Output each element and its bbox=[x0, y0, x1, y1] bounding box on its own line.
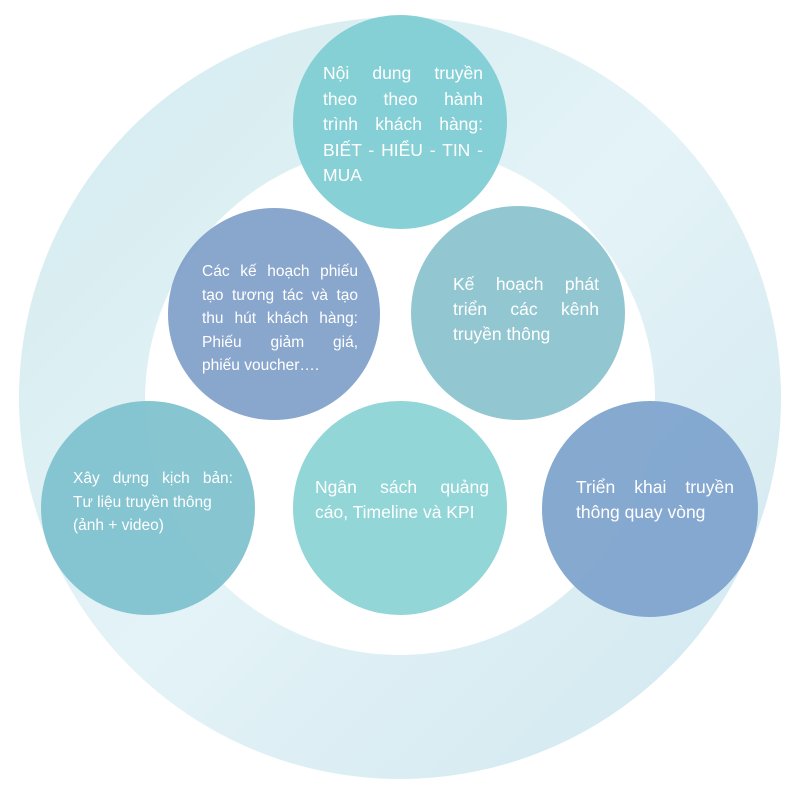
node-line: triển các kênh bbox=[453, 299, 599, 319]
node-line: Ngân sách quảng bbox=[315, 477, 489, 497]
node-line: thông quay vòng bbox=[576, 502, 706, 522]
node-text: Xây dựng kịch bản: Tư liệu truyền thông … bbox=[41, 401, 255, 538]
node-text: Các kế hoạch phiếu tạo tương tác và tạo … bbox=[168, 208, 380, 378]
node-line: phiếu voucher…. bbox=[202, 357, 320, 374]
node-script-media-assets: Xây dựng kịch bản: Tư liệu truyền thông … bbox=[41, 401, 255, 615]
node-line: thu hút khách hàng: bbox=[202, 310, 358, 327]
node-line: tạo tương tác và tạo bbox=[202, 286, 358, 304]
node-engagement-coupon-plans: Các kế hoạch phiếu tạo tương tác và tạo … bbox=[168, 208, 380, 420]
node-line: (ảnh + video) bbox=[73, 517, 164, 534]
node-text: Nội dung truyền theo theo hành trình khá… bbox=[293, 15, 507, 189]
node-line: Nội dung truyền bbox=[323, 63, 483, 83]
node-line: cáo, Timeline và KPI bbox=[315, 502, 475, 522]
node-line: Tư liệu truyền thông bbox=[73, 493, 212, 511]
node-text: Ngân sách quảng cáo, Timeline và KPI bbox=[293, 401, 507, 525]
node-line: trình khách hàng: bbox=[323, 114, 483, 134]
node-line: truyền thông bbox=[453, 324, 551, 344]
node-line: theo theo hành bbox=[323, 88, 483, 109]
node-text: Triển khai truyền thông quay vòng bbox=[542, 401, 758, 525]
node-text: Kế hoạch phát triển các kênh truyền thôn… bbox=[411, 206, 625, 347]
node-channel-development-plan: Kế hoạch phát triển các kênh truyền thôn… bbox=[411, 206, 625, 420]
node-line: Kế hoạch phát bbox=[453, 274, 599, 294]
node-line: Triển khai truyền bbox=[576, 477, 734, 497]
node-customer-journey-content: Nội dung truyền theo theo hành trình khá… bbox=[293, 15, 507, 229]
node-budget-timeline-kpi: Ngân sách quảng cáo, Timeline và KPI bbox=[293, 401, 507, 615]
node-rotating-communication-rollout: Triển khai truyền thông quay vòng bbox=[542, 401, 758, 617]
node-line: BIẾT - HIỂU - TIN - bbox=[323, 139, 483, 160]
node-line: Phiếu giảm giá, bbox=[202, 333, 358, 351]
node-line: Các kế hoạch phiếu bbox=[202, 263, 358, 280]
node-line: MUA bbox=[323, 165, 362, 185]
node-line: Xây dựng kịch bản: bbox=[73, 470, 233, 487]
